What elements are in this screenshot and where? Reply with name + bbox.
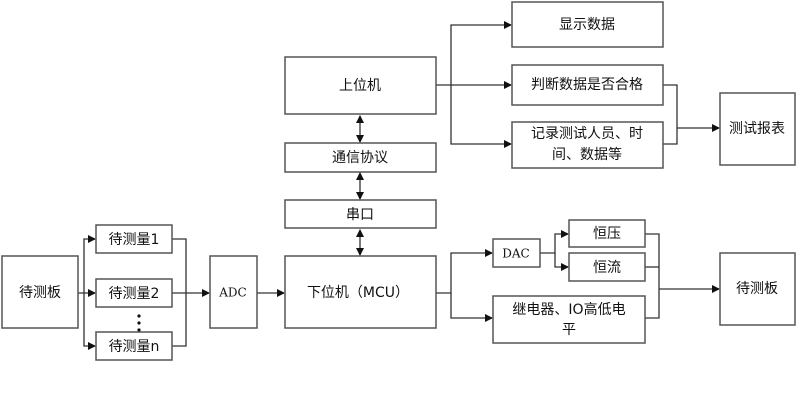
node-serial: 串口 xyxy=(284,199,437,229)
node-judge: 判断数据是否合格 xyxy=(511,64,664,106)
label: 判断数据是否合格 xyxy=(531,77,643,93)
ellipsis-dot xyxy=(137,328,141,332)
label-line2: 间、数据等 xyxy=(552,146,622,163)
node-mcu: 下位机（MCU） xyxy=(284,255,437,329)
node-measn: 待测量n xyxy=(95,331,173,361)
label: 上位机 xyxy=(339,78,381,94)
label-line1: 记录测试人员、时 xyxy=(531,126,643,142)
connectors xyxy=(78,21,720,350)
label: 通信协议 xyxy=(332,150,388,166)
arrow-mcu-to-relay xyxy=(450,293,493,322)
node-dac: DAC xyxy=(492,238,541,268)
label: 待测板 xyxy=(19,285,61,301)
ellipsis-dot xyxy=(137,314,141,318)
node-meas1: 待测量1 xyxy=(95,224,173,254)
arrow-mcu-to-dac xyxy=(436,249,493,294)
label: 恒流 xyxy=(593,260,621,276)
node-protocol: 通信协议 xyxy=(284,142,437,173)
label-line1: 继电器、IO高低电 xyxy=(512,301,625,318)
label: 显示数据 xyxy=(559,17,615,33)
node-host: 上位机 xyxy=(284,56,437,115)
label: ADC xyxy=(218,286,246,300)
node-meas2: 待测量2 xyxy=(95,278,173,308)
arrow-dac-to-cc xyxy=(554,253,569,271)
merge-line-report xyxy=(663,84,678,145)
node-board-out: 待测板 xyxy=(719,252,796,326)
merge-line-output xyxy=(645,233,660,319)
node-board-in: 待测板 xyxy=(1,255,79,329)
arrow-board-to-meas1 xyxy=(83,235,96,293)
node-cv: 恒压 xyxy=(568,219,646,248)
node-relay: 继电器、IO高低电 平 xyxy=(492,295,646,344)
arrow-dac-to-cv xyxy=(540,230,569,254)
label: 串口 xyxy=(346,207,374,223)
arrow-board-to-measn xyxy=(83,293,96,350)
label: 待测量1 xyxy=(109,232,160,248)
label: 待测量n xyxy=(109,339,160,355)
node-display: 显示数据 xyxy=(511,1,664,48)
label: 恒压 xyxy=(593,226,621,242)
label: 待测板 xyxy=(736,281,778,297)
label: 测试报表 xyxy=(729,121,785,137)
arrow-host-to-record xyxy=(450,85,512,148)
node-adc: ADC xyxy=(209,255,258,329)
node-cc: 恒流 xyxy=(568,252,646,282)
node-record: 记录测试人员、时 间、数据等 xyxy=(511,121,664,169)
label-line2: 平 xyxy=(562,322,576,338)
arrow-host-to-display xyxy=(450,21,512,85)
label: 下位机（MCU） xyxy=(307,285,409,301)
ellipsis-dot xyxy=(137,321,141,325)
label: 待测量2 xyxy=(109,286,160,302)
label: DAC xyxy=(502,247,529,261)
node-report: 测试报表 xyxy=(719,92,796,166)
